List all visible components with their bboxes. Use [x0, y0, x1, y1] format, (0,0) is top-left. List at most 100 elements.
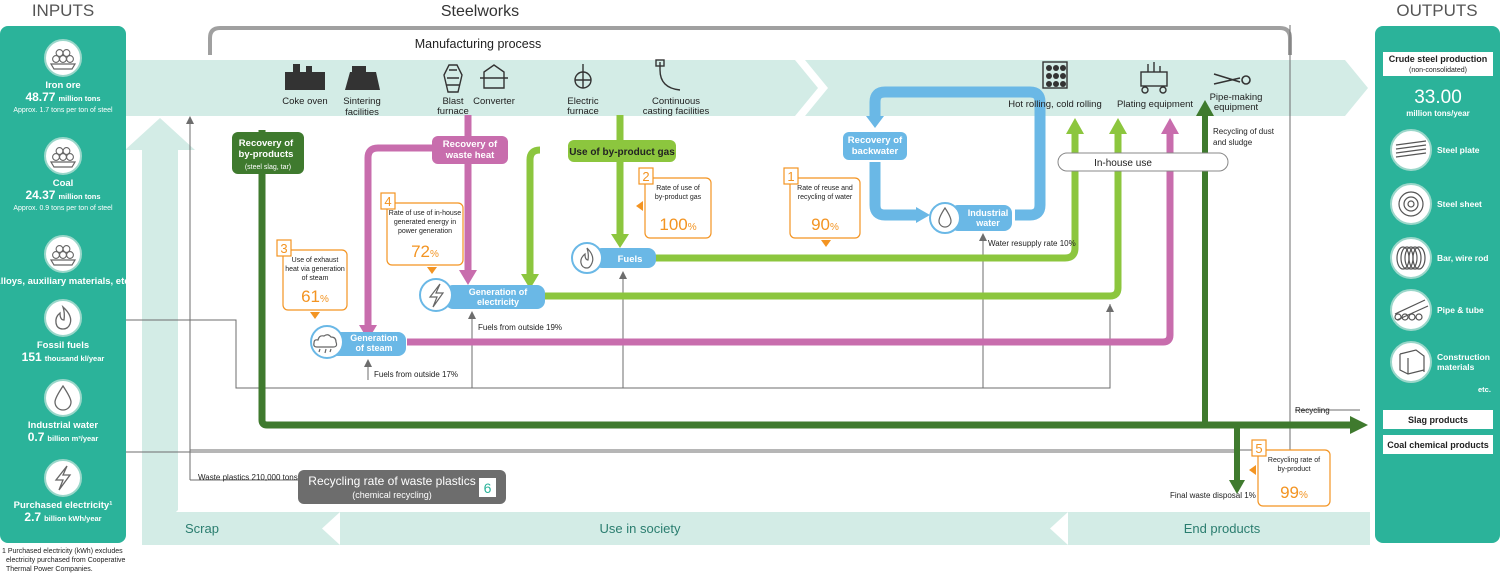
use-in-society-label: Use in society	[600, 521, 681, 536]
recycle-loop	[125, 118, 1370, 545]
output-etc: etc.	[1478, 385, 1491, 394]
steam-cloud-icon	[313, 334, 338, 354]
input-name: Alloys, auxiliary materials, etc.	[0, 276, 132, 287]
fuels-outside-17-label: Fuels from outside 17%	[374, 370, 458, 379]
lightning-icon	[428, 283, 445, 308]
continuous-casting-icon	[655, 59, 681, 91]
blast-furnace-icon	[443, 64, 463, 93]
crude-steel-title: Crude steel production	[1389, 54, 1488, 64]
flame-icon	[44, 299, 82, 337]
pipe-end	[1394, 313, 1402, 321]
output-product: Steel sheet	[1390, 183, 1482, 225]
rate-value: 100%	[659, 215, 696, 234]
flame-glyph	[55, 304, 72, 330]
cart-icon-base	[49, 63, 77, 70]
plate-line	[1395, 148, 1427, 154]
rate-box	[386, 202, 464, 266]
output-product-name: Steel sheet	[1437, 199, 1482, 209]
ore-lump	[66, 251, 74, 259]
input-name: Purchased electricity¹	[14, 500, 113, 511]
rate-badge	[783, 167, 799, 185]
coke-oven-icon	[285, 64, 325, 90]
plate-line	[1395, 144, 1427, 150]
iron-ore-icon	[44, 39, 82, 77]
ore-lump	[62, 147, 71, 155]
rate-badge	[1251, 439, 1267, 457]
rolling-mill-icon	[1042, 61, 1068, 89]
drop-glyph	[54, 384, 72, 411]
coal-chemical-box	[1383, 435, 1493, 454]
pipe-end	[1415, 313, 1423, 321]
water-drop-icon	[44, 379, 82, 417]
plating-icon	[1140, 62, 1168, 94]
svg-text:Use of by-product gas: Use of by-product gas	[569, 147, 675, 158]
output-product: Steel plate	[1390, 129, 1480, 171]
crude-steel-subtitle: (non-consolidated)	[1409, 67, 1467, 74]
fuels-outside-19-label: Fuels from outside 19%	[478, 323, 562, 332]
coke-oven-label: Coke oven	[282, 96, 327, 107]
scrap-arrow-up	[125, 118, 195, 545]
slag-products-box	[1383, 410, 1493, 429]
plate-line	[1395, 152, 1427, 158]
pipe-tube-icon	[1390, 289, 1432, 331]
rate-value: 72%	[411, 242, 439, 261]
output-product-name: Steel plate	[1437, 145, 1480, 155]
rate-box	[1257, 449, 1331, 507]
construction-materials-icon	[1390, 341, 1432, 383]
use-byproduct-gas-box: Use of by-product gas	[568, 140, 676, 162]
hot-rolling-label: Hot rolling, cold rolling	[1008, 99, 1101, 110]
input-name: Fossil fuels	[37, 340, 89, 351]
rate-box	[789, 177, 861, 239]
steelworks-bracket	[208, 26, 1292, 55]
rate-badge	[380, 192, 396, 210]
input-note: Approx. 0.9 tons per ton of steel	[13, 205, 113, 212]
final-waste-label: Final waste disposal 1%	[1170, 491, 1256, 500]
chevron-scrap	[322, 512, 340, 545]
rate-number: 2	[642, 169, 649, 184]
steelworks-header: Steelworks	[441, 3, 519, 20]
coal-icon	[44, 137, 82, 175]
svg-text:6: 6	[484, 480, 492, 496]
input-note: Approx. 1.7 tons per ton of steel	[13, 107, 113, 114]
crude-steel-value: 33.00	[1414, 87, 1462, 108]
plating-label: Plating equipment	[1117, 99, 1193, 110]
rate-badge	[638, 167, 654, 185]
input-name: Coal	[53, 178, 74, 189]
input-item: Alloys, auxiliary materials, etc.	[0, 235, 132, 287]
cart-icon-base	[49, 259, 77, 266]
svg-text:In-house use: In-house use	[1094, 158, 1152, 169]
rate-value: 90%	[811, 215, 839, 234]
bolt-glyph	[54, 465, 72, 491]
rate-pointer	[310, 312, 320, 319]
svg-text:(steel slag, tar): (steel slag, tar)	[245, 164, 291, 171]
output-product: Bar, wire rod	[1390, 237, 1489, 279]
scrap-label: Scrap	[185, 521, 219, 536]
converter-label: Converter	[473, 96, 515, 107]
water-resupply-label: Water resupply rate 10%	[988, 239, 1076, 248]
process-icons	[285, 59, 1251, 94]
outputs-panel: Crude steel production (non-consolidated)…	[1375, 26, 1500, 543]
